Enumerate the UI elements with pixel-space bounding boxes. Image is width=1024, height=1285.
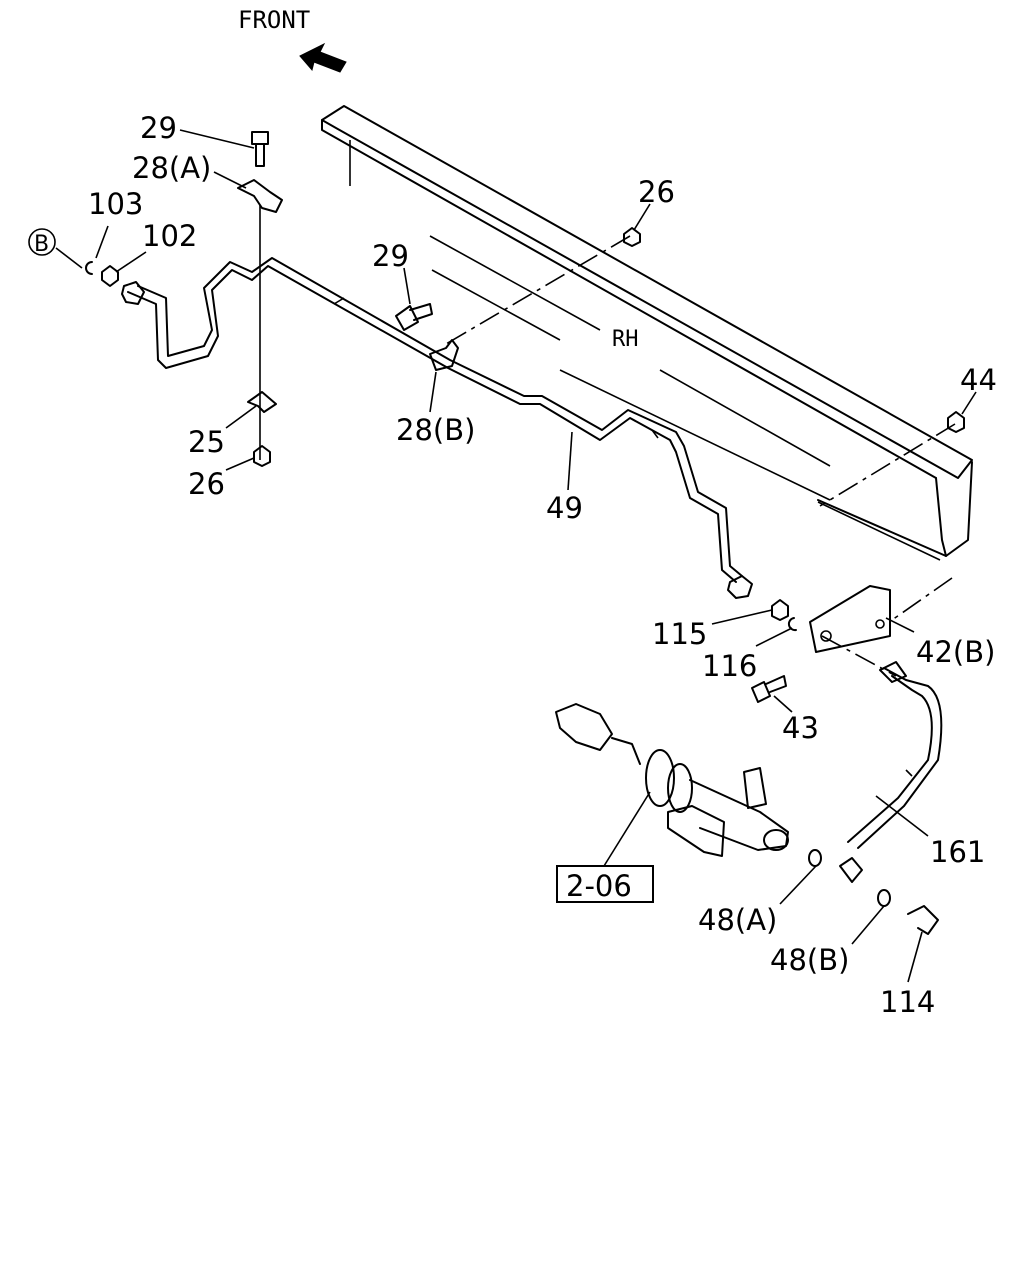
bolt-43	[751, 675, 787, 703]
install-line-26	[445, 235, 631, 345]
eye-fitting	[839, 857, 863, 883]
front-arrow-icon	[299, 42, 347, 73]
ref-section-box	[556, 865, 654, 903]
install-line-43	[821, 635, 897, 677]
ref-section-label: 2-06	[566, 869, 632, 903]
nut-102	[101, 265, 119, 287]
callout-115: 115	[652, 617, 707, 651]
front-label: FRONT	[238, 6, 310, 34]
ref-b-label: B	[34, 232, 49, 257]
clamp-28a	[237, 179, 283, 213]
bolt-29-mid	[395, 303, 433, 331]
bracket-25	[247, 391, 277, 413]
callout-26-bottom: 26	[188, 467, 225, 501]
nut-26-top	[623, 227, 641, 247]
clutch-master-cylinder	[555, 703, 789, 857]
washer-48b	[877, 889, 891, 907]
frame-rail: RH	[321, 105, 973, 561]
callout-49: 49	[546, 491, 583, 525]
callout-42b: 42(B)	[916, 635, 995, 669]
rh-label: RH	[612, 327, 639, 352]
pipe-flare-nut-left	[121, 281, 145, 305]
clamp-28b	[429, 339, 459, 371]
bolt-29-top	[251, 131, 269, 167]
callout-29-top: 29	[140, 111, 177, 145]
clip-103	[85, 261, 93, 275]
callout-48a: 48(A)	[698, 903, 777, 937]
callout-25: 25	[188, 425, 225, 459]
callout-44: 44	[960, 363, 997, 397]
nut-44	[947, 411, 965, 433]
callout-48b: 48(B)	[770, 943, 849, 977]
ref-b-circle	[28, 228, 56, 256]
clip-116	[787, 617, 797, 632]
nut-115	[771, 599, 789, 621]
callout-114: 114	[880, 985, 935, 1019]
callout-161: 161	[930, 835, 985, 869]
bracket-42b	[809, 585, 891, 653]
washer-48a	[808, 849, 822, 867]
install-line-42b	[891, 577, 953, 621]
callout-43: 43	[782, 711, 819, 745]
callout-28b: 28(B)	[396, 413, 475, 447]
callout-26-top: 26	[638, 175, 675, 209]
callout-103: 103	[88, 187, 143, 221]
clutch-hose-161	[847, 661, 943, 849]
callout-29-mid: 29	[372, 239, 409, 273]
callout-102: 102	[142, 219, 197, 253]
install-line-44	[819, 423, 956, 507]
nut-26-bottom	[253, 445, 271, 467]
callout-116: 116	[702, 649, 757, 683]
callout-28a: 28(A)	[132, 151, 211, 185]
pipe-flare-nut-right	[727, 575, 753, 599]
bolt-114	[907, 905, 939, 935]
